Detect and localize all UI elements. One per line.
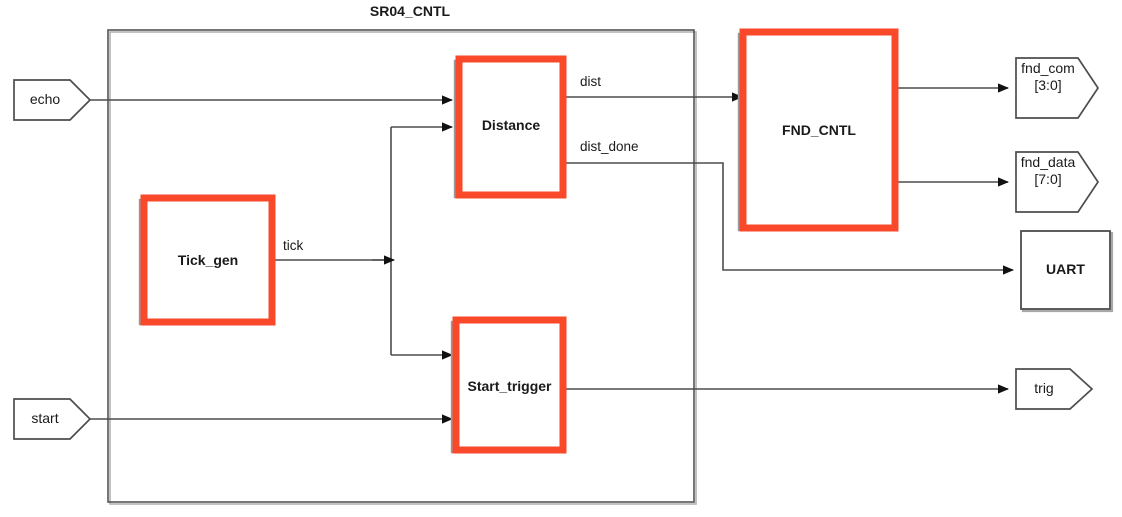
page-title: SR04_CNTL xyxy=(369,3,451,19)
wire-label-dist: dist xyxy=(580,74,602,89)
port-input-echo[interactable] xyxy=(13,79,92,121)
block-uart[interactable] xyxy=(1020,230,1114,313)
block-tick-gen[interactable] xyxy=(138,194,276,326)
port-label-fnd-data-name: fnd_data xyxy=(1020,154,1076,170)
port-label-fnd-data: fnd_data [7:0] xyxy=(1016,154,1080,188)
block-label-distance: Distance xyxy=(481,117,541,133)
port-output-fnd-data[interactable] xyxy=(1015,151,1100,213)
block-label-start-trigger: Start_trigger xyxy=(467,378,552,394)
block-start-trigger[interactable] xyxy=(450,316,567,454)
port-label-echo: echo xyxy=(29,91,61,107)
port-label-fnd-com-range: [3:0] xyxy=(1034,77,1062,93)
block-label-tick-gen: Tick_gen xyxy=(177,252,239,268)
block-label-uart: UART xyxy=(1046,261,1085,277)
block-fnd-cntl[interactable] xyxy=(737,28,899,232)
block-label-fnd-cntl: FND_CNTL xyxy=(782,122,856,138)
wire-tick-bus xyxy=(272,122,454,360)
port-label-fnd-data-range: [7:0] xyxy=(1034,171,1062,187)
wire-label-tick: tick xyxy=(283,238,304,253)
port-label-fnd-com: fnd_com [3:0] xyxy=(1016,60,1080,94)
port-output-trig[interactable] xyxy=(1015,368,1094,410)
wire-label-dist-done: dist_done xyxy=(580,139,639,154)
port-input-start[interactable] xyxy=(13,398,92,440)
module-container-sr04-cntl xyxy=(107,29,697,505)
block-distance[interactable] xyxy=(453,55,567,199)
port-label-fnd-com-name: fnd_com xyxy=(1021,60,1075,76)
port-label-start: start xyxy=(31,410,59,426)
port-label-trig: trig xyxy=(1034,380,1054,396)
wire-dist-done xyxy=(566,162,1015,275)
port-output-fnd-com[interactable] xyxy=(1015,57,1100,119)
